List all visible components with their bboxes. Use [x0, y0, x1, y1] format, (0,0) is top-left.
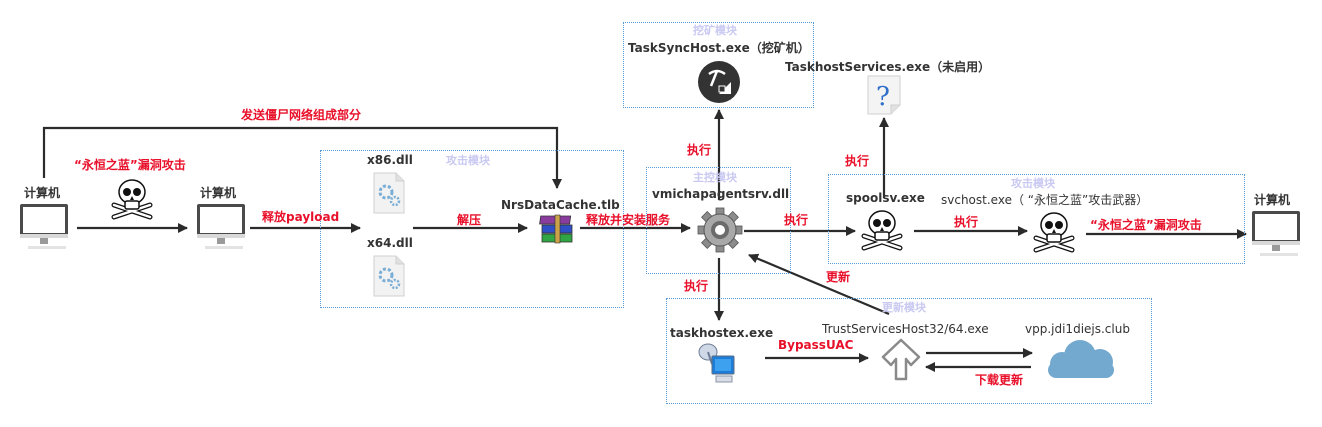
network-computer-icon [698, 343, 735, 383]
edge-label-eternalblue-left: “永恒之蓝”漏洞攻击 [74, 158, 186, 172]
module-main-control [646, 167, 791, 274]
module-update [666, 298, 1152, 404]
node-taskhostservices-label: TaskhostServices.exe（未启用） [785, 60, 991, 74]
node-trustserviceshost-label: TrustServicesHost32/64.exe [822, 322, 989, 336]
cloud-icon [1048, 340, 1114, 378]
unknown-file-icon: ? [867, 75, 901, 115]
edge-label-exec-taskhostservices: 执行 [845, 154, 870, 168]
node-x86-dll-label: x86.dll [367, 153, 413, 167]
edge-label-release-install: 释放并安装服务 [586, 213, 671, 227]
upload-arrow-icon [881, 338, 921, 381]
node-computer-victim-label: 计算机 [200, 186, 237, 200]
node-spoolsv-label: spoolsv.exe [846, 191, 925, 205]
archive-icon [539, 214, 573, 244]
mining-pickaxe-icon [698, 61, 740, 103]
computer-icon [1252, 211, 1300, 256]
module-mining [623, 22, 814, 108]
skull-icon [1033, 212, 1075, 253]
edge-label-exec-spoolsv: 执行 [784, 213, 809, 227]
edge-update [748, 253, 890, 316]
edge-label-decompress: 解压 [457, 213, 482, 227]
node-vmichapagentsrv-label: vmichapagentsrv.dll [652, 187, 790, 201]
node-nrsdatacache-label: NrsDataCache.tlb [501, 198, 620, 212]
node-tasksynchost-label: TaskSyncHost.exe（挖矿机） [628, 41, 810, 55]
svg-text:?: ? [876, 82, 890, 112]
edge-label-exec-svchost: 执行 [954, 215, 979, 229]
dll-file-icon [373, 172, 405, 214]
module-attack-right-title: 攻击模块 [1011, 177, 1055, 190]
computer-icon [20, 204, 68, 249]
edge-send-botnet [42, 126, 562, 189]
edge-label-send-botnet: 发送僵尸网络组成部分 [241, 108, 362, 122]
edge-label-exec-taskhostex: 执行 [684, 279, 709, 293]
edge-label-update: 更新 [826, 270, 851, 284]
node-svchost-label: svchost.exe（ “永恒之蓝”攻击武器） [941, 193, 1149, 207]
module-attack-right [828, 174, 1245, 264]
dll-file-icon [373, 255, 405, 297]
node-computer-target-label: 计算机 [1254, 193, 1291, 207]
edge-label-eternalblue-right: “永恒之蓝”漏洞攻击 [1090, 218, 1202, 232]
edge-label-release-payload: 释放payload [262, 210, 340, 224]
node-c2-server-label: vpp.jdi1diejs.club [1025, 322, 1130, 336]
module-attack-left-title: 攻击模块 [446, 154, 490, 167]
edge-label-download-update: 下载更新 [975, 373, 1024, 387]
node-x64-dll-label: x64.dll [367, 236, 413, 250]
module-attack-left [320, 150, 624, 308]
computer-icon [197, 204, 245, 249]
skull-icon [111, 179, 153, 220]
edge-label-exec-mining: 执行 [687, 143, 712, 157]
node-taskhostex-label: taskhostex.exe [670, 326, 774, 340]
gear-icon [697, 207, 743, 253]
module-mining-title: 挖矿模块 [693, 24, 737, 37]
module-update-title: 更新模块 [882, 301, 926, 314]
edge-label-bypass-uac: BypassUAC [778, 338, 854, 352]
module-main-control-title: 主控模块 [693, 171, 737, 184]
node-computer-source-label: 计算机 [24, 186, 61, 200]
skull-icon [861, 210, 903, 251]
